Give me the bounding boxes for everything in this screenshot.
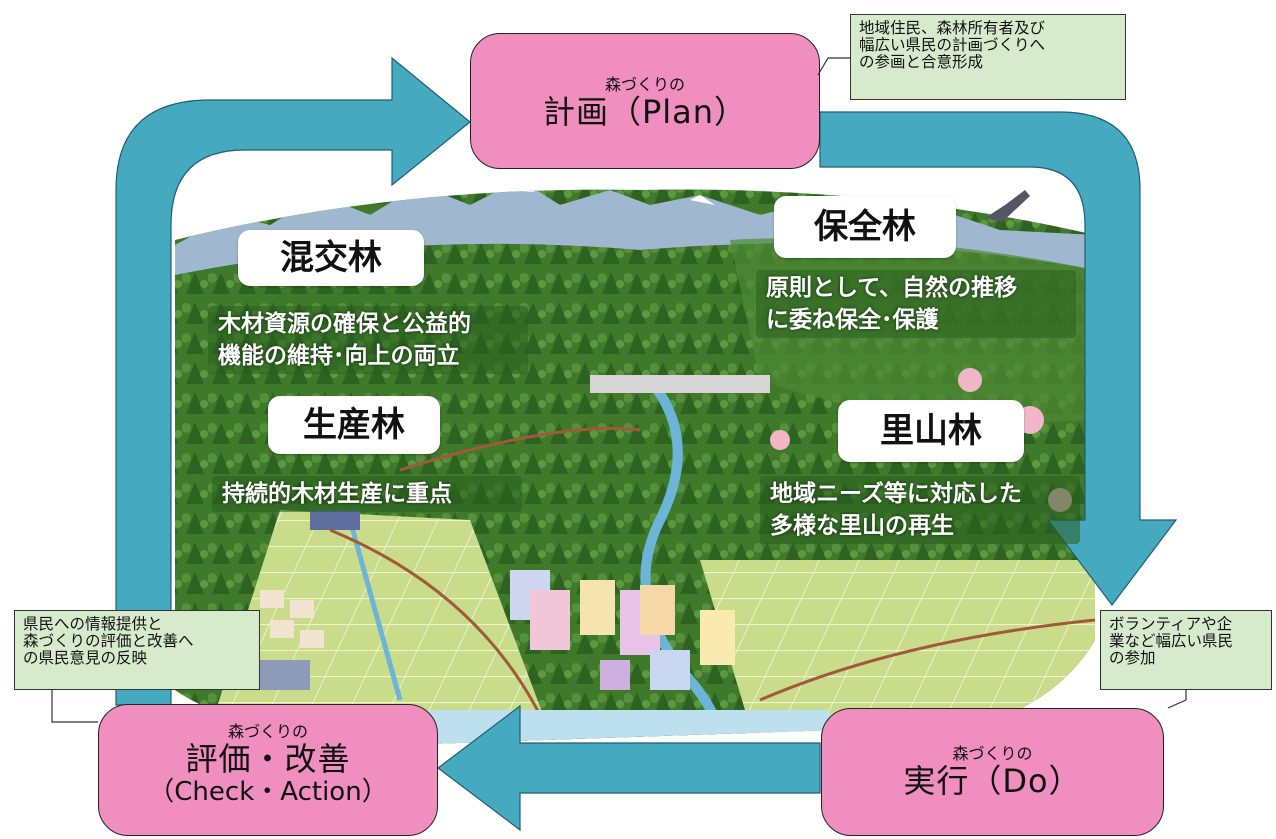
check-note-line: 県民への情報提供と (23, 615, 163, 633)
plan-note: 地域住民、森林所有者及び 幅広い県民の計画づくりへ の参画と合意形成 (850, 14, 1126, 100)
mixed-forest-desc-line: 木材資源の確保と公益的 (218, 311, 471, 337)
check-action-box: 森づくりの 評価・改善 （Check・Action） (98, 704, 438, 836)
check-box-title: 評価・改善 (185, 740, 351, 778)
check-box-subtitle: （Check・Action） (148, 777, 388, 807)
do-box: 森づくりの 実行（Do） (821, 708, 1164, 836)
protection-forest-description: 原則として、自然の推移 に委ね保全･保護 (756, 270, 1076, 338)
plan-note-line: 地域住民、森林所有者及び (859, 19, 1046, 37)
do-note-line: 業など幅広い県民 (1109, 632, 1234, 650)
do-box-title: 実行（Do） (903, 762, 1082, 800)
satoyama-forest-label: 里山林 (838, 400, 1024, 462)
mixed-forest-description: 木材資源の確保と公益的 機能の維持･向上の両立 (208, 306, 528, 374)
protection-forest-desc-line: 原則として、自然の推移 (766, 275, 1018, 301)
plan-note-line: 幅広い県民の計画づくりへ (859, 36, 1046, 54)
check-note: 県民への情報提供と 森づくりの評価と改善へ の県民意見の反映 (14, 610, 260, 690)
plan-note-line: の参画と合意形成 (859, 53, 984, 71)
satoyama-forest-desc-line: 地域ニーズ等に対応した (770, 481, 1022, 507)
mixed-forest-label: 混交林 (238, 230, 424, 286)
protection-forest-label: 保全林 (774, 196, 956, 258)
do-box-prefix: 森づくりの (952, 744, 1033, 763)
plan-box: 森づくりの 計画（Plan） (470, 33, 820, 169)
plan-box-title: 計画（Plan） (542, 93, 748, 131)
satoyama-forest-desc-line: 多様な里山の再生 (770, 513, 954, 539)
production-forest-description: 持続的木材生産に重点 (212, 476, 522, 512)
check-box-prefix: 森づくりの (227, 722, 308, 741)
protection-forest-desc-line: に委ね保全･保護 (766, 307, 939, 333)
production-forest-desc-line: 持続的木材生産に重点 (222, 481, 452, 507)
satoyama-forest-description: 地域ニーズ等に対応した 多様な里山の再生 (760, 476, 1080, 544)
plan-box-prefix: 森づくりの (604, 75, 685, 94)
do-note-line: ボランティアや企 (1109, 615, 1233, 633)
mixed-forest-desc-line: 機能の維持･向上の両立 (218, 343, 460, 369)
check-note-line: 森づくりの評価と改善へ (23, 632, 194, 650)
check-note-line: の県民意見の反映 (23, 649, 148, 667)
do-note: ボランティアや企 業など幅広い県民 の参加 (1100, 610, 1272, 690)
production-forest-label: 生産林 (268, 396, 440, 454)
do-note-line: の参加 (1109, 649, 1156, 667)
